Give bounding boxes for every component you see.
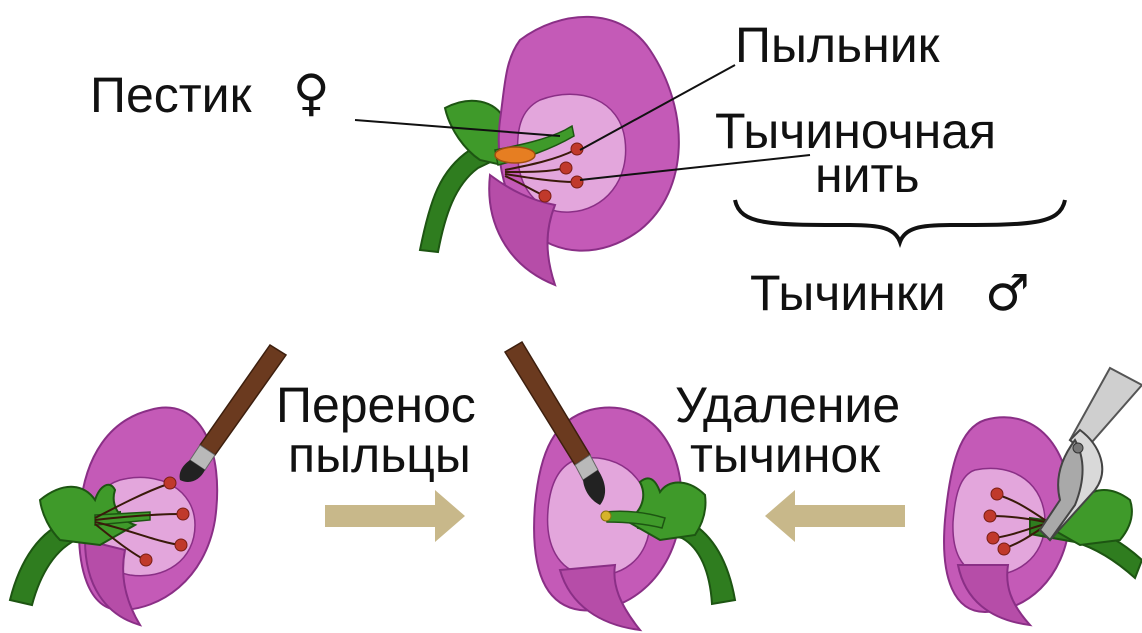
transfer-label-line2: пыльцы	[288, 430, 471, 480]
stamens-label: Тычинки	[750, 268, 946, 318]
female-symbol: ♀	[293, 68, 330, 118]
removal-label-line2: тычинок	[690, 430, 880, 480]
top-flower-illustration	[420, 17, 679, 285]
top-ovary	[495, 147, 535, 163]
anther-label: Пыльник	[735, 20, 940, 70]
transfer-label-line1: Перенос	[276, 380, 476, 430]
filament-label-line2: нить	[815, 150, 920, 200]
bottom-right-flower-illustration	[944, 417, 1142, 625]
arrow-left-icon	[765, 490, 905, 542]
bottom-left-flower-illustration	[10, 408, 217, 625]
paintbrush-icon	[180, 345, 286, 482]
brace-icon	[735, 200, 1065, 242]
male-symbol: ♂	[985, 268, 1030, 318]
arrow-right-icon	[325, 490, 465, 542]
removal-label-line1: Удаление	[675, 380, 900, 430]
pistil-label: Пестик	[90, 70, 251, 120]
